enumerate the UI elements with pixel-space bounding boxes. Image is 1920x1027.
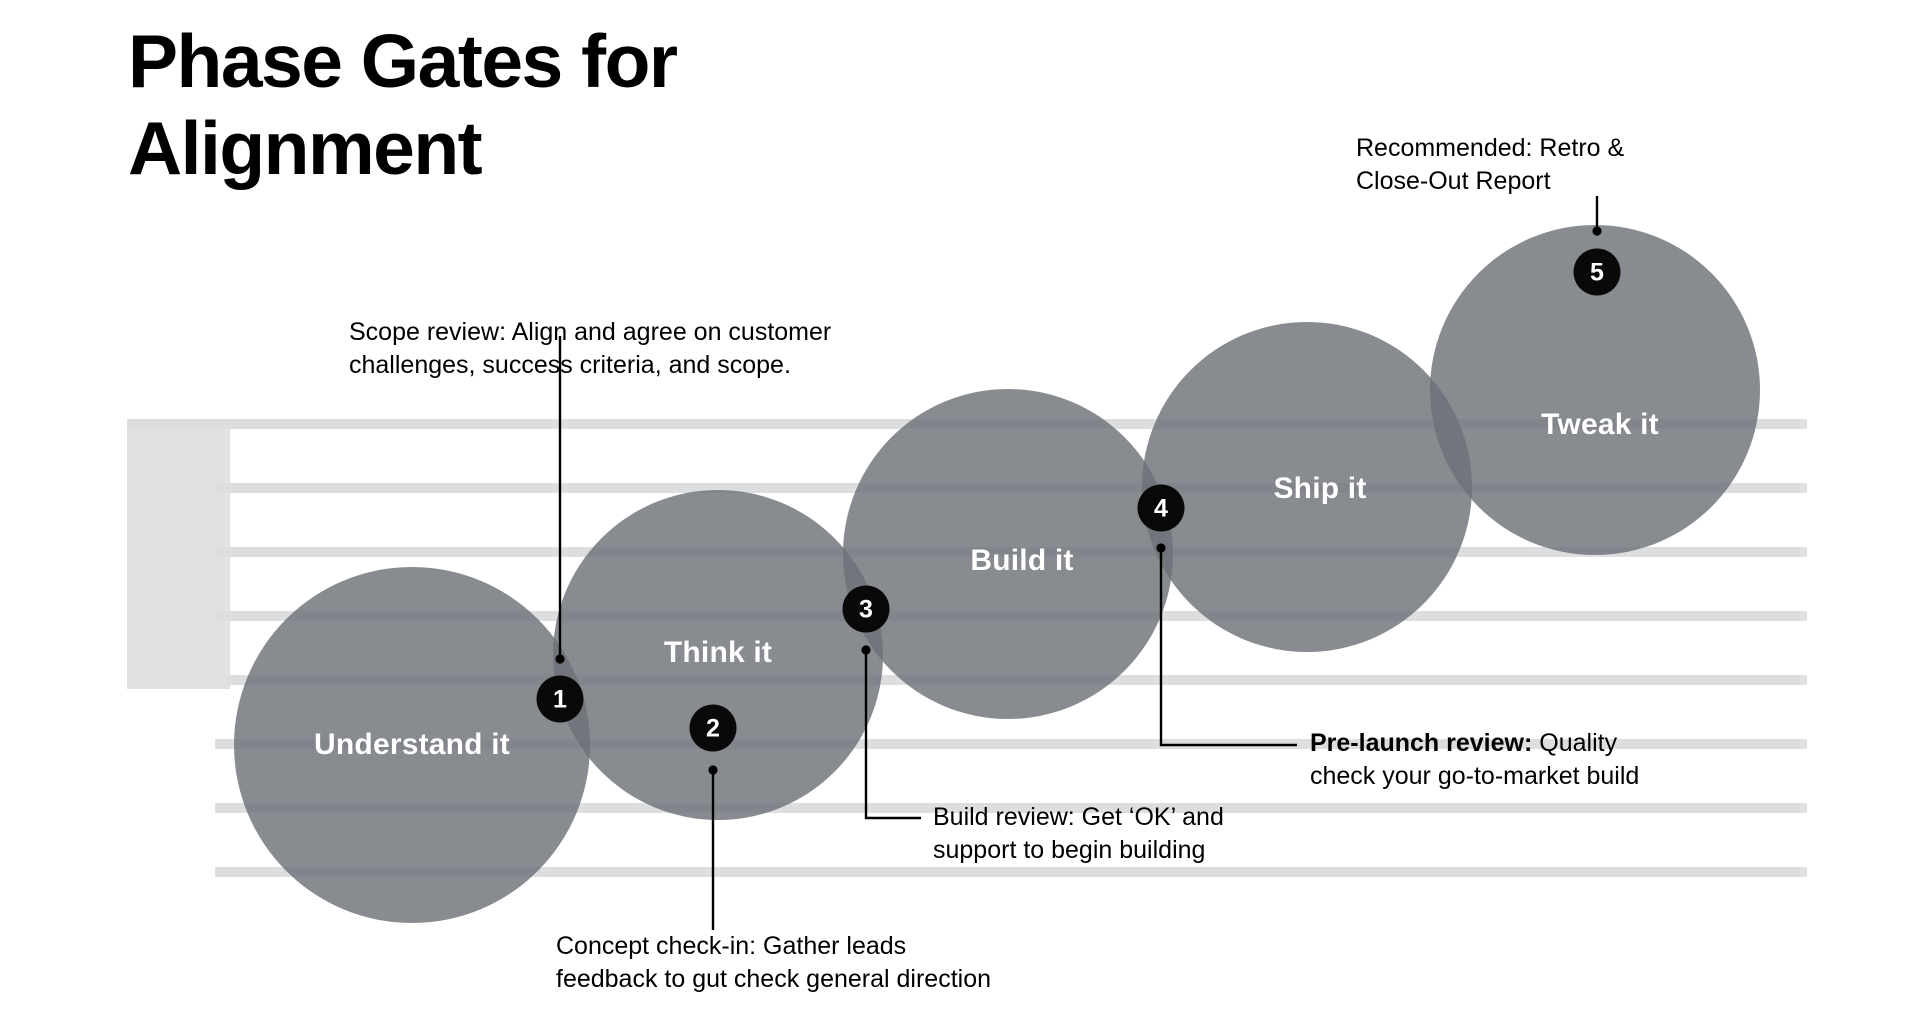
gate-markers — [536, 248, 1621, 752]
leader-dot-3 — [861, 645, 871, 655]
leader-dot-1 — [555, 654, 565, 664]
gate-marker-1[interactable] — [536, 675, 584, 723]
leader-line-3 — [864, 650, 921, 820]
phase-circles — [234, 225, 1760, 923]
phase-circle-1[interactable] — [234, 567, 590, 923]
phase-circle-5[interactable] — [1430, 225, 1760, 555]
table-row-line — [215, 803, 1807, 813]
annotation-body-4: Quality check your go-to-market build — [1310, 729, 1640, 790]
phase-circle-3[interactable] — [843, 389, 1173, 719]
gate-marker-3[interactable] — [842, 585, 890, 633]
table-bottom-rule — [127, 679, 227, 689]
annotation-2: Concept check-in: Gather leads feedback … — [556, 932, 991, 993]
table-row-line — [215, 739, 1807, 749]
page-title: Phase Gates for Alignment — [128, 19, 678, 190]
leader-dot-5 — [1592, 226, 1602, 236]
annotation-lead-4: Pre-launch review: — [1310, 729, 1533, 757]
gate-marker-4[interactable] — [1137, 484, 1185, 532]
leader-dot-2 — [708, 765, 718, 775]
table-header-block — [127, 419, 215, 689]
leader-line-4 — [1159, 548, 1297, 747]
leader-dot-4 — [1156, 543, 1166, 553]
gate-marker-5[interactable] — [1573, 248, 1621, 296]
phase-circle-2[interactable] — [553, 490, 883, 820]
phase-circle-4[interactable] — [1142, 322, 1472, 652]
annotation-4: Pre-launch review: Quality check your go… — [1310, 727, 1639, 793]
annotation-1: Scope review: Align and agree on custome… — [349, 318, 832, 379]
gate-marker-2[interactable] — [689, 704, 737, 752]
table-row-line — [215, 867, 1807, 877]
leader-lines — [555, 196, 1602, 930]
annotation-5: Recommended: Retro & Close-Out Report — [1356, 134, 1625, 195]
annotation-3: Build review: Get ‘OK’ and support to be… — [933, 803, 1224, 864]
